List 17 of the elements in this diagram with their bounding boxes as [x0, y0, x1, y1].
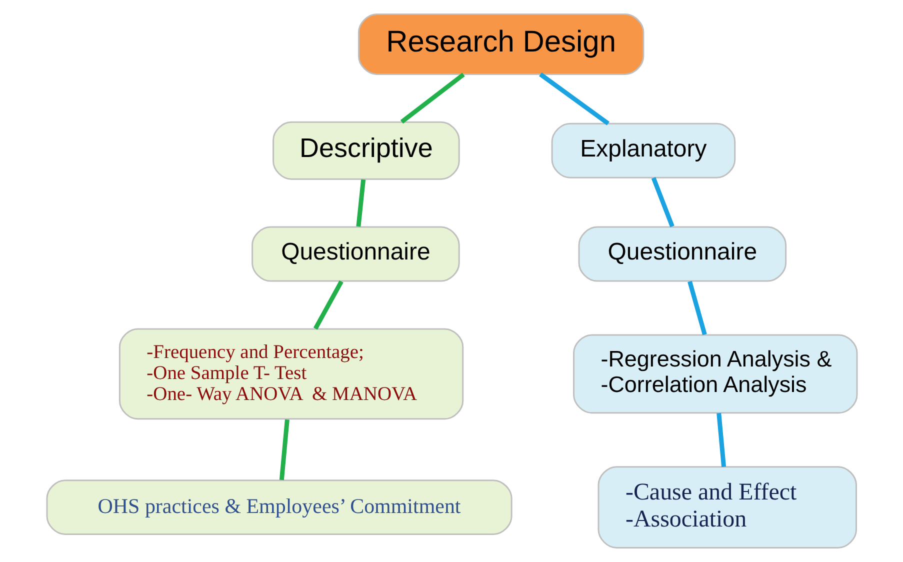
connector	[312, 280, 343, 330]
node-box: Explanatory	[550, 122, 736, 178]
connector	[538, 72, 609, 126]
node-box: Research Design	[357, 14, 644, 75]
connector	[278, 419, 289, 480]
node-box: Questionnaire	[251, 226, 460, 282]
node-box: -Regression Analysis & -Correlation Analysis	[572, 334, 858, 414]
connector	[687, 280, 706, 336]
node-box: Questionnaire	[578, 226, 786, 282]
node-box: -Frequency and Percentage; -One Sample T- Test -One- Way ANOVA & MANOVA	[118, 328, 464, 420]
connector	[356, 179, 366, 227]
node-box: -Cause and Effect -Association	[597, 466, 856, 548]
node-box: Descriptive	[272, 121, 460, 180]
node-box: OHS practices & Employees’ Commitment	[46, 480, 512, 536]
connector	[650, 177, 674, 228]
connector	[400, 72, 464, 124]
connector	[716, 412, 726, 468]
